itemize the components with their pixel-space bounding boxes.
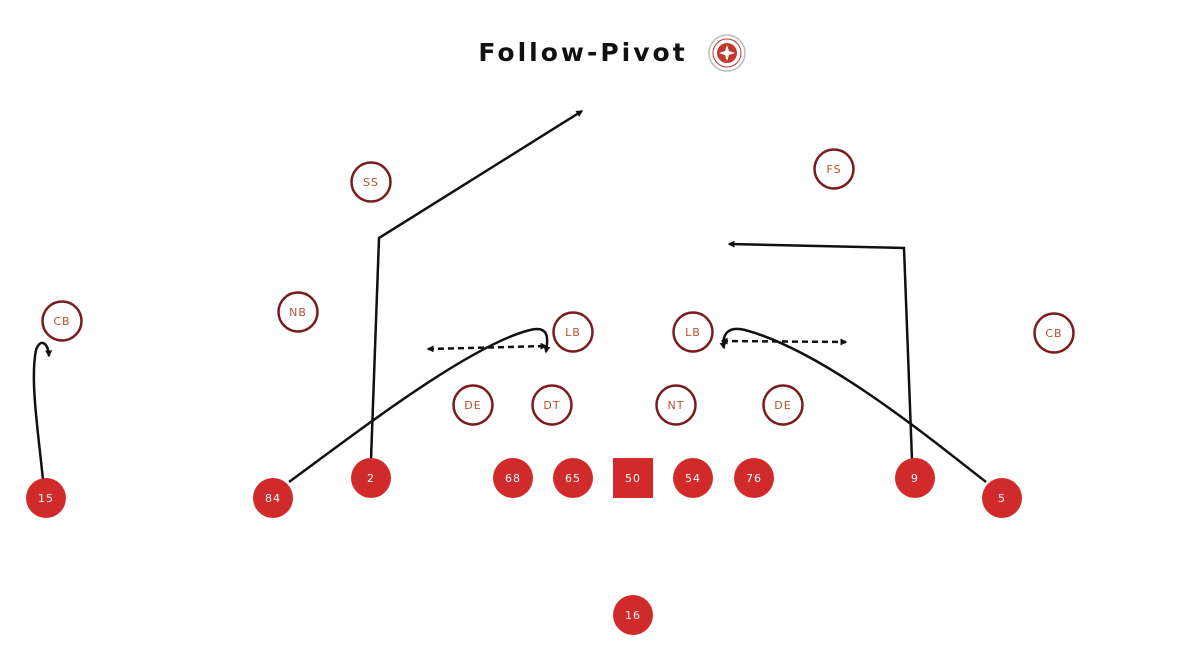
defender-label: DE	[464, 399, 481, 412]
player-label: 76	[746, 472, 762, 485]
player-label: 2	[367, 472, 375, 485]
route-wr-2	[369, 109, 584, 461]
player-marker	[673, 458, 713, 498]
player-wr-15: 15	[26, 478, 66, 518]
defender-marker	[672, 311, 714, 353]
player-label: 9	[911, 472, 919, 485]
defense: SS FS NB CB CB LB LB DE DT NT DE	[41, 148, 1075, 426]
defender-label: CB	[53, 315, 70, 328]
player-marker	[253, 478, 293, 518]
defender-label: DE	[774, 399, 791, 412]
player-marker	[553, 458, 593, 498]
defender-nt: NT	[655, 384, 697, 426]
defender-marker	[350, 161, 392, 203]
defender-de-right: DE	[762, 384, 804, 426]
player-wr-2: 2	[351, 458, 391, 498]
player-marker	[895, 458, 935, 498]
route-wr-5	[719, 327, 987, 483]
player-rt-76: 76	[734, 458, 774, 498]
defender-label: FS	[826, 163, 841, 176]
defender-label: LB	[685, 326, 701, 339]
player-label: 5	[998, 492, 1006, 505]
defender-lb-right: LB	[672, 311, 714, 353]
defender-marker	[1033, 312, 1075, 354]
defender-marker	[552, 311, 594, 353]
player-wr-5: 5	[982, 478, 1022, 518]
player-marker	[26, 478, 66, 518]
defender-label: NT	[668, 399, 685, 412]
player-marker	[493, 458, 533, 498]
defender-nb: NB	[277, 291, 319, 333]
player-lg-68: 68	[493, 458, 533, 498]
route-wr-9	[727, 240, 914, 461]
player-wr-9: 9	[895, 458, 935, 498]
defender-marker	[762, 384, 804, 426]
defender-marker	[277, 291, 319, 333]
defender-marker	[531, 384, 573, 426]
defender-ss: SS	[350, 161, 392, 203]
player-marker	[982, 478, 1022, 518]
player-marker	[734, 458, 774, 498]
player-c-50: 50	[613, 458, 653, 498]
defender-cb-right: CB	[1033, 312, 1075, 354]
defender-cb-left: CB	[41, 300, 83, 342]
defender-dt: DT	[531, 384, 573, 426]
player-rg-54: 54	[673, 458, 713, 498]
player-lt-65: 65	[553, 458, 593, 498]
defender-lb-left: LB	[552, 311, 594, 353]
defender-label: DT	[543, 399, 560, 412]
player-qb-16: 16	[613, 595, 653, 635]
player-label: 68	[505, 472, 521, 485]
player-te-84: 84	[253, 478, 293, 518]
defender-label: NB	[289, 306, 307, 319]
offense: 15 84 2 68 65 50 54 76 9 5 16	[26, 458, 1022, 635]
player-label: 15	[38, 492, 54, 505]
player-label: 50	[625, 472, 641, 485]
team-logo-icon	[708, 34, 746, 72]
defender-label: SS	[363, 176, 379, 189]
defender-fs: FS	[813, 148, 855, 190]
player-marker	[351, 458, 391, 498]
defender-label: LB	[565, 326, 581, 339]
play-title: Follow-Pivot	[478, 38, 687, 67]
routes	[32, 109, 987, 484]
route-wr-15	[32, 341, 53, 481]
player-marker	[613, 595, 653, 635]
defender-marker	[452, 384, 494, 426]
read-arrow-right-lb	[720, 337, 848, 346]
defender-de-left: DE	[452, 384, 494, 426]
defender-label: CB	[1045, 327, 1062, 340]
defender-marker	[41, 300, 83, 342]
player-label: 65	[565, 472, 581, 485]
player-label: 16	[625, 609, 641, 622]
player-label: 54	[685, 472, 701, 485]
defender-marker	[813, 148, 855, 190]
player-label: 84	[265, 492, 281, 505]
player-marker	[613, 458, 653, 498]
defender-marker	[655, 384, 697, 426]
